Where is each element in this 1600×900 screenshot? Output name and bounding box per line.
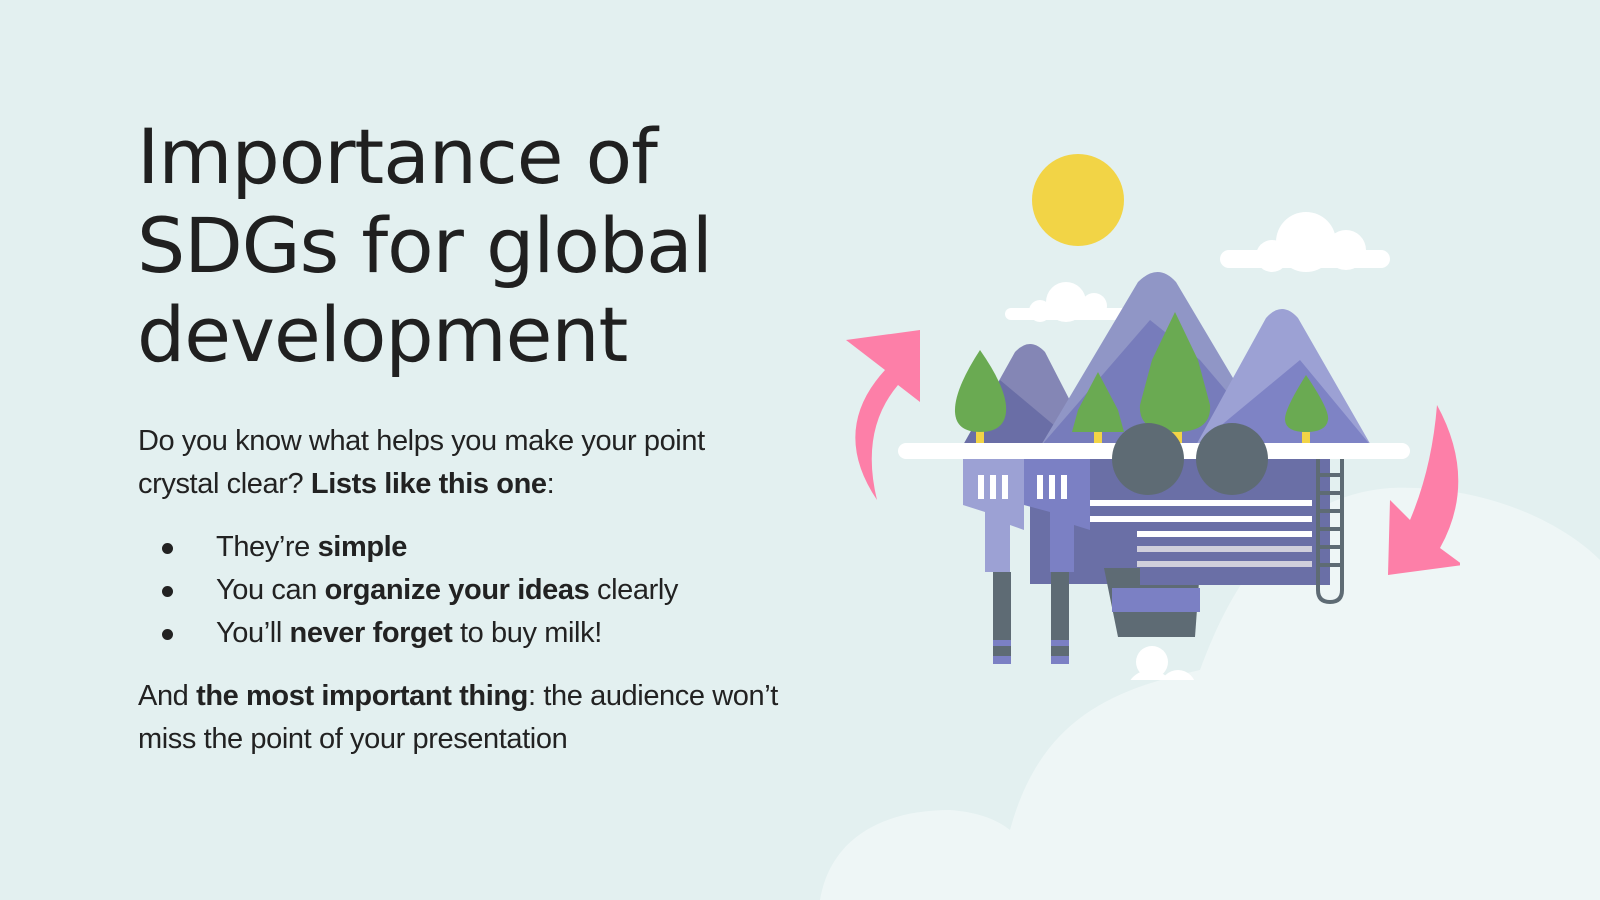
cloud-icon xyxy=(1220,212,1390,272)
intro-paragraph: Do you know what helps you make your poi… xyxy=(138,420,778,506)
factory xyxy=(963,423,1344,664)
bullet-bold: simple xyxy=(317,531,408,563)
ladder xyxy=(1316,459,1344,605)
bullet-bold: organize your ideas xyxy=(324,574,590,606)
cloud-icon xyxy=(1005,282,1130,322)
slide-body: Do you know what helps you make your poi… xyxy=(138,420,778,761)
floating-island-illustration xyxy=(846,154,1460,680)
closing-text: And xyxy=(138,680,197,712)
smoke-cloud-icon xyxy=(1130,646,1195,680)
bullet-item: You can organize your ideas clearly xyxy=(138,569,778,612)
sun-icon xyxy=(1032,154,1124,246)
bullet-text: They’re xyxy=(216,531,318,563)
cycle-arrow-down-icon xyxy=(1388,405,1460,575)
bullet-list: They’re simple You can organize your ide… xyxy=(138,526,778,655)
bullet-dot-icon xyxy=(162,629,173,640)
title-line-1: Importance of xyxy=(137,112,658,201)
bullet-item: They’re simple xyxy=(138,526,778,569)
bullet-dot-icon xyxy=(162,586,173,597)
trees xyxy=(954,312,1329,447)
intro-bold: Lists like this one xyxy=(310,468,547,500)
cycle-arrow-up-icon xyxy=(846,330,920,500)
bullet-text: to buy milk! xyxy=(452,617,602,649)
slide-title: Importance of SDGs for global developmen… xyxy=(137,112,817,379)
bullet-bold: never forget xyxy=(289,617,453,649)
title-line-3: development xyxy=(137,290,628,379)
bullet-text: You’ll xyxy=(216,617,290,649)
closing-text: : the audience won’t miss the point of y… xyxy=(138,680,778,755)
title-line-2: SDGs for global xyxy=(137,201,713,290)
bullet-item: You’ll never forget to buy milk! xyxy=(138,612,778,655)
intro-tail: : xyxy=(546,468,555,500)
closing-bold: the most important thing xyxy=(196,680,528,712)
intro-text: Do you know what helps you make your poi… xyxy=(138,425,705,500)
bullet-text: You can xyxy=(216,574,325,606)
closing-paragraph: And the most important thing: the audien… xyxy=(138,675,778,761)
bullet-text: clearly xyxy=(589,574,679,606)
bullet-dot-icon xyxy=(162,543,173,554)
